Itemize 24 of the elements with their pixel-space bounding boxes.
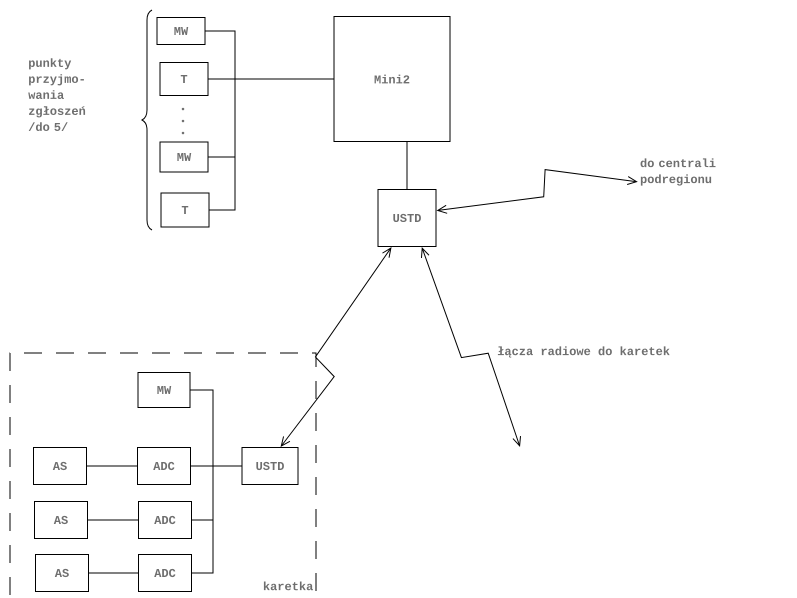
connector-line bbox=[192, 466, 242, 574]
connector-line bbox=[88, 572, 138, 574]
block-box: AS bbox=[34, 501, 88, 539]
radio-link-arrow bbox=[420, 247, 521, 447]
destination-label: do centrali podregionu bbox=[640, 158, 716, 186]
block-box: USTD bbox=[242, 447, 298, 485]
block-box: T bbox=[160, 192, 210, 228]
radio-link-arrow bbox=[436, 169, 638, 214]
block-box: MW bbox=[156, 17, 206, 45]
block-box: MW bbox=[138, 372, 190, 408]
radio-link-arrow bbox=[280, 247, 392, 447]
connector-line bbox=[209, 78, 334, 210]
block-box: USTD bbox=[378, 189, 436, 247]
connector-line bbox=[406, 142, 408, 190]
block-box: ADC bbox=[138, 554, 192, 592]
block-box: AS bbox=[35, 554, 89, 592]
block-box: MW bbox=[160, 142, 208, 172]
block-box: T bbox=[160, 62, 208, 96]
block-box: ADC bbox=[138, 501, 192, 539]
group-label: punkty przyjmo-wania zgłoszeń /do 5/ bbox=[28, 58, 86, 131]
block-box: ADC bbox=[137, 447, 191, 485]
link-label: łącza radiowe do karetek bbox=[498, 346, 670, 358]
block-box: Mini2 bbox=[334, 16, 450, 142]
block-box: AS bbox=[33, 447, 87, 485]
